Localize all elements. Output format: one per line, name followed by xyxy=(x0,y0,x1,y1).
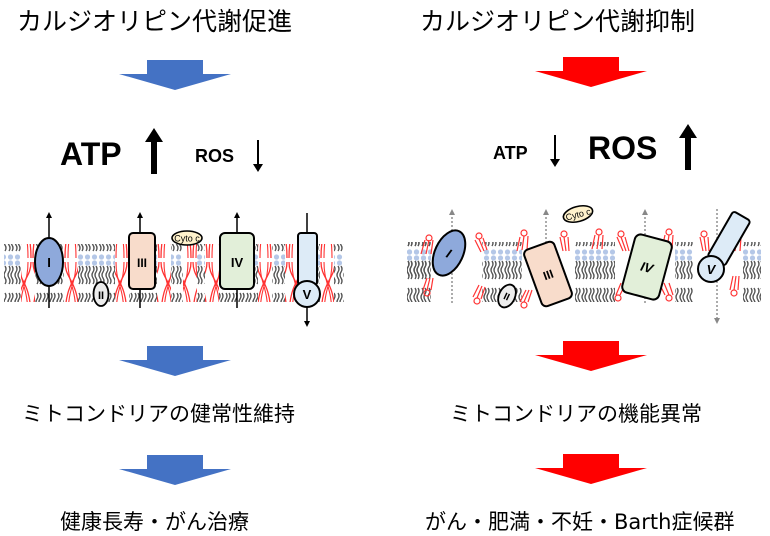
right-membrane-diagram: I II III Cyto c IV V xyxy=(407,204,761,324)
left-ros-down-arrow-icon xyxy=(253,140,263,172)
svg-text:IV: IV xyxy=(231,255,244,270)
left-arrow-1 xyxy=(119,60,231,90)
right-outcome-1: ミトコンドリアの機能異常 xyxy=(450,402,702,426)
right-arrow-2 xyxy=(535,341,647,371)
left-ros-label: ROS xyxy=(195,146,235,166)
svg-text:IV: IV xyxy=(639,259,656,277)
right-complex-I: I xyxy=(431,229,467,277)
right-arrow-1 xyxy=(535,57,647,87)
svg-text:Cyto c: Cyto c xyxy=(174,234,200,244)
right-complex-IV: IV xyxy=(621,233,673,301)
right-complex-II: II xyxy=(497,283,517,309)
left-cyto-c: Cyto c xyxy=(171,230,203,246)
svg-text:V: V xyxy=(707,262,717,277)
right-cyto-c: Cyto c xyxy=(562,204,594,224)
right-atp-down-arrow-icon xyxy=(550,135,560,167)
svg-text:II: II xyxy=(98,290,104,302)
left-arrow-3 xyxy=(119,455,231,485)
left-atp-up-arrow-icon xyxy=(145,128,163,174)
left-membrane-diagram: I II III Cyto c IV V xyxy=(4,212,344,327)
left-outcome-1: ミトコンドリアの健常性維持 xyxy=(22,402,295,426)
right-ros-label: ROS xyxy=(588,130,658,166)
svg-text:III: III xyxy=(137,256,147,270)
right-title: カルジオリピン代謝抑制 xyxy=(420,7,696,36)
left-complex-IV: IV xyxy=(219,212,255,308)
svg-text:III: III xyxy=(541,267,555,284)
svg-text:I: I xyxy=(444,246,454,261)
right-ros-up-arrow-icon xyxy=(679,124,697,170)
left-outcome-2: 健康長寿・がん治療 xyxy=(60,510,249,534)
right-arrow-3 xyxy=(535,454,647,484)
left-complex-I: I xyxy=(34,212,64,308)
left-arrow-2 xyxy=(119,346,231,376)
cardiolipin-scattered xyxy=(420,228,742,309)
svg-text:V: V xyxy=(303,287,312,302)
left-complex-II: II xyxy=(92,281,110,307)
left-title: カルジオリピン代謝促進 xyxy=(17,7,293,36)
left-complex-III: III xyxy=(128,212,156,308)
left-atp-label: ATP xyxy=(60,136,122,172)
right-complex-III: III xyxy=(523,240,573,308)
right-atp-label: ATP xyxy=(493,143,528,163)
right-complex-V: V xyxy=(697,211,751,283)
svg-text:I: I xyxy=(47,255,51,270)
svg-text:II: II xyxy=(502,291,512,303)
right-outcome-2: がん・肥満・不妊・Barth症候群 xyxy=(425,510,735,534)
left-complex-V: V xyxy=(293,213,321,327)
